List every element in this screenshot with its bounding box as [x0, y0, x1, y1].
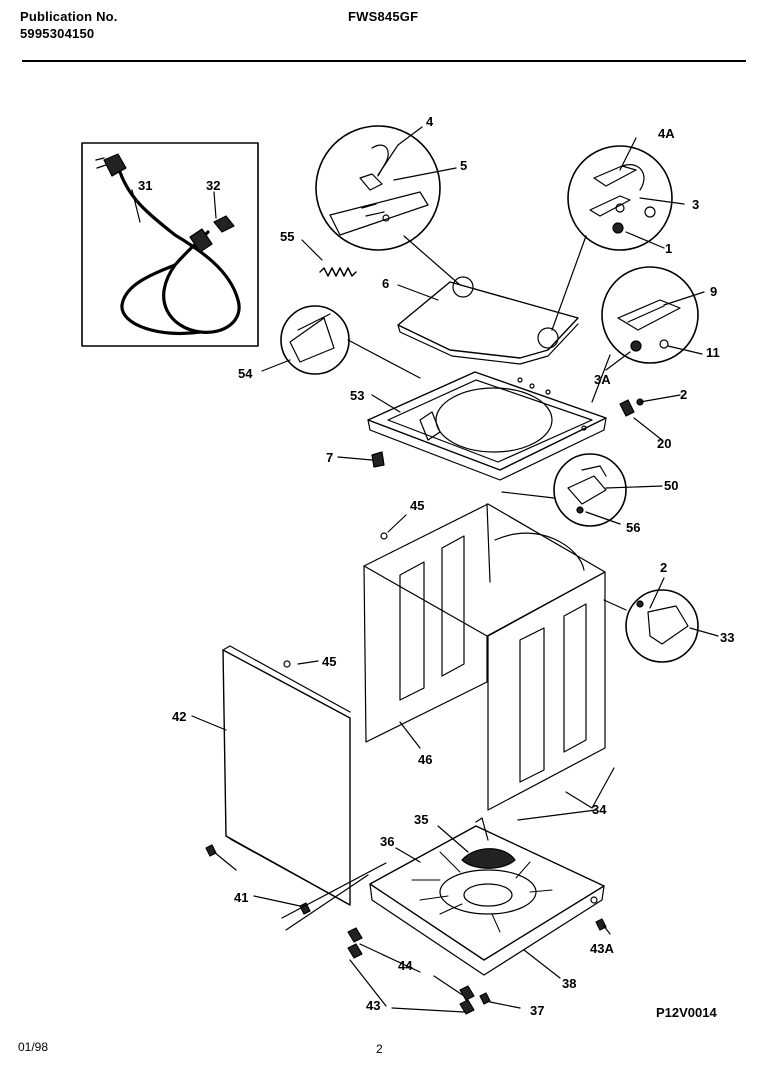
callout-4A: 4A [658, 126, 675, 141]
callout-11: 11 [706, 345, 720, 360]
callout-36: 36 [380, 834, 394, 849]
base-assembly [369, 817, 605, 976]
publication-number: 5995304150 [20, 26, 95, 41]
callout-43A: 43A [590, 941, 614, 956]
callout-6: 6 [382, 276, 389, 291]
model-number: FWS845GF [348, 9, 419, 24]
callout-3A: 3A [594, 372, 611, 387]
callout-2-side: 2 [660, 560, 667, 575]
callout-43: 43 [366, 998, 380, 1013]
callout-31: 31 [138, 178, 152, 193]
front-panel [222, 645, 351, 906]
lid-switch-inset [315, 125, 441, 251]
hinge-inset [567, 145, 673, 251]
callout-1: 1 [665, 241, 672, 256]
cabinet-back-panel [363, 503, 606, 811]
bleach-dispenser-inset [280, 305, 421, 379]
top-panel [367, 371, 607, 481]
callout-7: 7 [326, 450, 333, 465]
diagram-code: P12V0014 [656, 1005, 717, 1020]
callout-37: 37 [530, 1003, 544, 1018]
callout-56: 56 [626, 520, 640, 535]
callout-34: 34 [592, 802, 607, 817]
callout-44: 44 [398, 958, 413, 973]
page-number: 2 [376, 1042, 383, 1056]
power-cord-inset [81, 142, 259, 347]
callout-5: 5 [460, 158, 467, 173]
callout-3: 3 [692, 197, 699, 212]
callout-42: 42 [172, 709, 186, 724]
lid-part [397, 276, 579, 365]
callout-33: 33 [720, 630, 734, 645]
callout-2-top: 2 [680, 387, 687, 402]
callout-54: 54 [238, 366, 253, 381]
callout-45-front: 45 [322, 654, 336, 669]
publication-label: Publication No. [20, 9, 118, 24]
callout-35: 35 [414, 812, 428, 827]
header-rule [22, 60, 746, 62]
callout-4: 4 [426, 114, 434, 129]
lid-lock-inset [591, 266, 699, 403]
footer-date: 01/98 [18, 1040, 49, 1054]
callout-55: 55 [280, 229, 294, 244]
callout-53: 53 [350, 388, 364, 403]
water-valve-inset [603, 589, 699, 663]
callout-32: 32 [206, 178, 220, 193]
callout-41: 41 [234, 890, 248, 905]
callout-50: 50 [664, 478, 678, 493]
lid-switch-assembly-inset [501, 453, 627, 527]
callout-20: 20 [657, 436, 671, 451]
callout-46: 46 [418, 752, 432, 767]
callout-9: 9 [710, 284, 717, 299]
callout-45-top: 45 [410, 498, 424, 513]
callout-38: 38 [562, 976, 576, 991]
